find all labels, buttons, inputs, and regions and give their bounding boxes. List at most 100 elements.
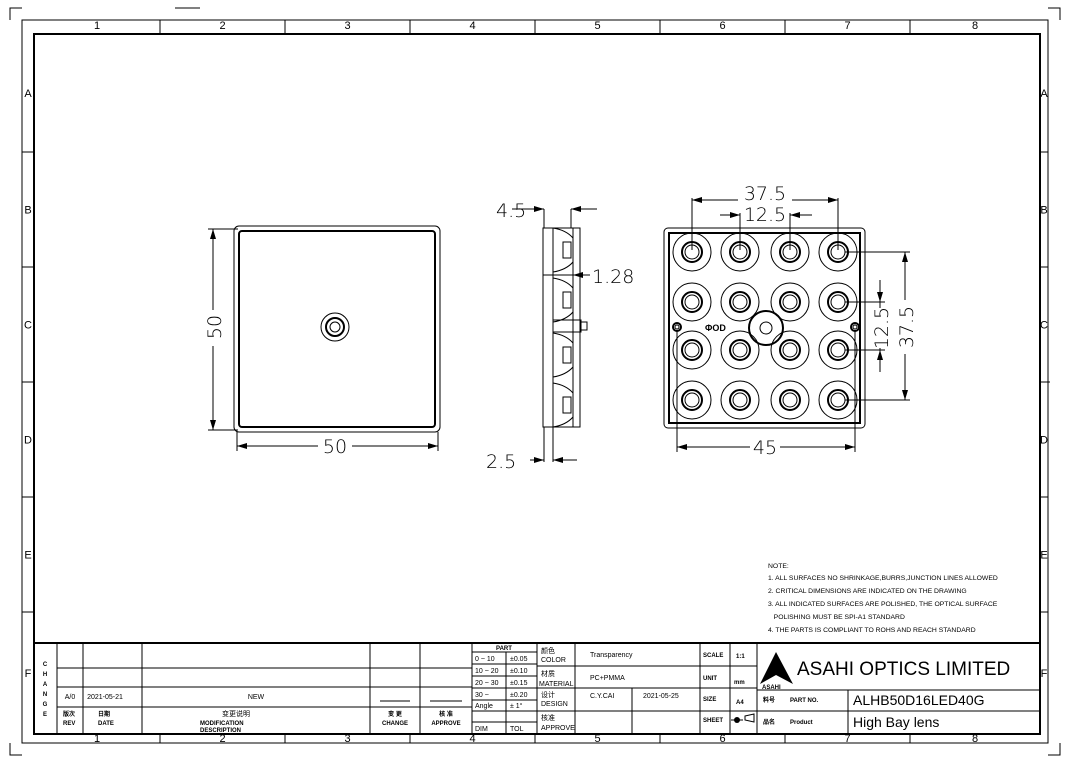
grid-column-label: 8 [972,20,978,32]
grid-row-label: B [24,205,31,217]
lens-element [770,330,810,370]
grid-column-label: 4 [469,733,475,745]
tolerance-range: 30 ~ [475,692,489,699]
change-side-letter: A [43,682,48,688]
approve-label: APPROVE [541,725,575,732]
change-side-letter: C [43,662,48,668]
color-label: COLOR [541,657,566,664]
approve-header-cn: 核 准 [439,710,453,718]
lens-element [672,282,712,322]
tolerance-value: ±0.10 [510,668,528,675]
grid-column-label: 3 [344,20,350,32]
lens-element [672,380,712,420]
grid-row-label: C [24,320,32,332]
rev-header-cn: 版次 [62,710,75,718]
approve-label-cn: 核准 [541,713,555,722]
material-label-cn: 材质 [541,669,555,678]
design-label: DESIGN [541,701,568,708]
side-lens-profile [552,332,574,378]
grid-column-label: 6 [719,20,725,32]
side-lens-profile [552,277,574,323]
scale-value: 1:1 [736,654,745,660]
top-view: ΦOD 37.5 12.5 45 12.5 37.5 [663,183,918,459]
change-side-letter: E [43,712,47,718]
od-label: ΦOD [705,323,726,333]
description-header-cn: 变更说明 [222,709,250,718]
grid-column-label: 6 [719,733,725,745]
grid-row-label: F [25,668,32,680]
design-label-cn: 设计 [541,690,555,699]
front-width-dimension: 50 [323,436,347,458]
size-value: A4 [736,700,744,706]
change-side-letter: H [43,672,47,678]
designer-value: C.Y.CAI [590,693,614,700]
logo-text: ASAHI [762,685,781,691]
grid-row-label: F [1041,668,1048,680]
part-no-label: PART NO. [790,698,819,704]
side-lens-profile [552,227,574,273]
company-name: ASAHI OPTICS LIMITED [797,659,1010,680]
lens-element [720,330,760,370]
rev-value: A/0 [65,694,76,701]
hole-span-dimension: 45 [753,437,777,459]
horizontal-pitch-span-dimension: 37.5 [744,183,786,205]
notes-title: NOTE: [768,563,789,570]
lens-element [672,330,712,370]
tolerance-range: 10 ~ 20 [475,668,499,675]
grid-row-label: B [1040,205,1047,217]
grid-row-label: C [1040,320,1048,332]
material-label: MATERIAL [539,681,574,688]
grid-row-label: E [24,550,31,562]
grid-column-label: 2 [219,20,225,32]
size-label: SIZE [703,697,716,703]
tolerance-range: Angle [475,703,493,710]
date-value: 2021-05-21 [87,694,123,701]
design-date-value: 2021-05-25 [643,693,679,700]
change-header-cn: 变 更 [388,710,403,718]
vertical-pitch-dimension: 12.5 [871,307,893,349]
tolerance-dim-header: DIM [475,726,488,733]
note-4: 4. THE PARTS IS COMPLIANT TO ROHS AND RE… [768,627,976,634]
tolerance-range: 0 ~ 10 [475,656,495,663]
front-view: 50 50 [204,225,441,458]
rev-header: REV [63,721,75,727]
part-number: ALHB50D16LED40G [853,692,985,708]
grid-column-label: 5 [594,733,600,745]
side-lens-depth-dimension: 1.28 [592,266,634,288]
grid-column-label: 7 [844,20,850,32]
lens-element [770,380,810,420]
side-view: 4.5 1.28 2.5 [486,200,634,473]
tolerance-range: 20 ~ 30 [475,680,499,687]
vertical-pitch-span-dimension: 37.5 [896,306,918,348]
product-name: High Bay lens [853,714,939,730]
scale-label: SCALE [703,653,723,659]
grid-column-label: 1 [94,733,100,745]
notes: NOTE: 1. ALL SURFACES NO SHRINKAGE,BURRS… [768,563,998,634]
description-value: NEW [248,694,265,701]
change-header: CHANGE [382,721,408,727]
change-side-letter: G [43,702,48,708]
tolerance-value: ± 1° [510,702,523,710]
side-total-thickness-dimension: 4.5 [496,200,526,222]
product-label-cn: 品名 [763,718,775,726]
grid-row-label: E [1040,550,1047,562]
part-no-label-cn: 料号 [763,696,775,704]
tolerance-tol-header: TOL [510,726,524,733]
tolerance-value: ±0.20 [510,692,528,699]
grid-row-label: A [24,88,32,100]
tolerance-value: ±0.15 [510,680,528,687]
front-height-dimension: 50 [204,315,226,339]
material-value: PC+PMMA [590,675,625,682]
grid-column-label: 1 [94,20,100,32]
note-2: 2. CRITICAL DIMENSIONS ARE INDICATED ON … [768,588,967,595]
lens-element [720,380,760,420]
grid-column-label: 2 [219,733,225,745]
title-block: CHANGE A/0 2021-05-21 NEW 版次 REV 日期 DATE… [33,642,1041,735]
date-header-cn: 日期 [98,710,110,718]
sheet-label: SHEET [703,718,723,724]
grid-column-label: 4 [469,20,475,32]
color-value: Transparency [590,652,633,659]
grid-column-label: 8 [972,733,978,745]
